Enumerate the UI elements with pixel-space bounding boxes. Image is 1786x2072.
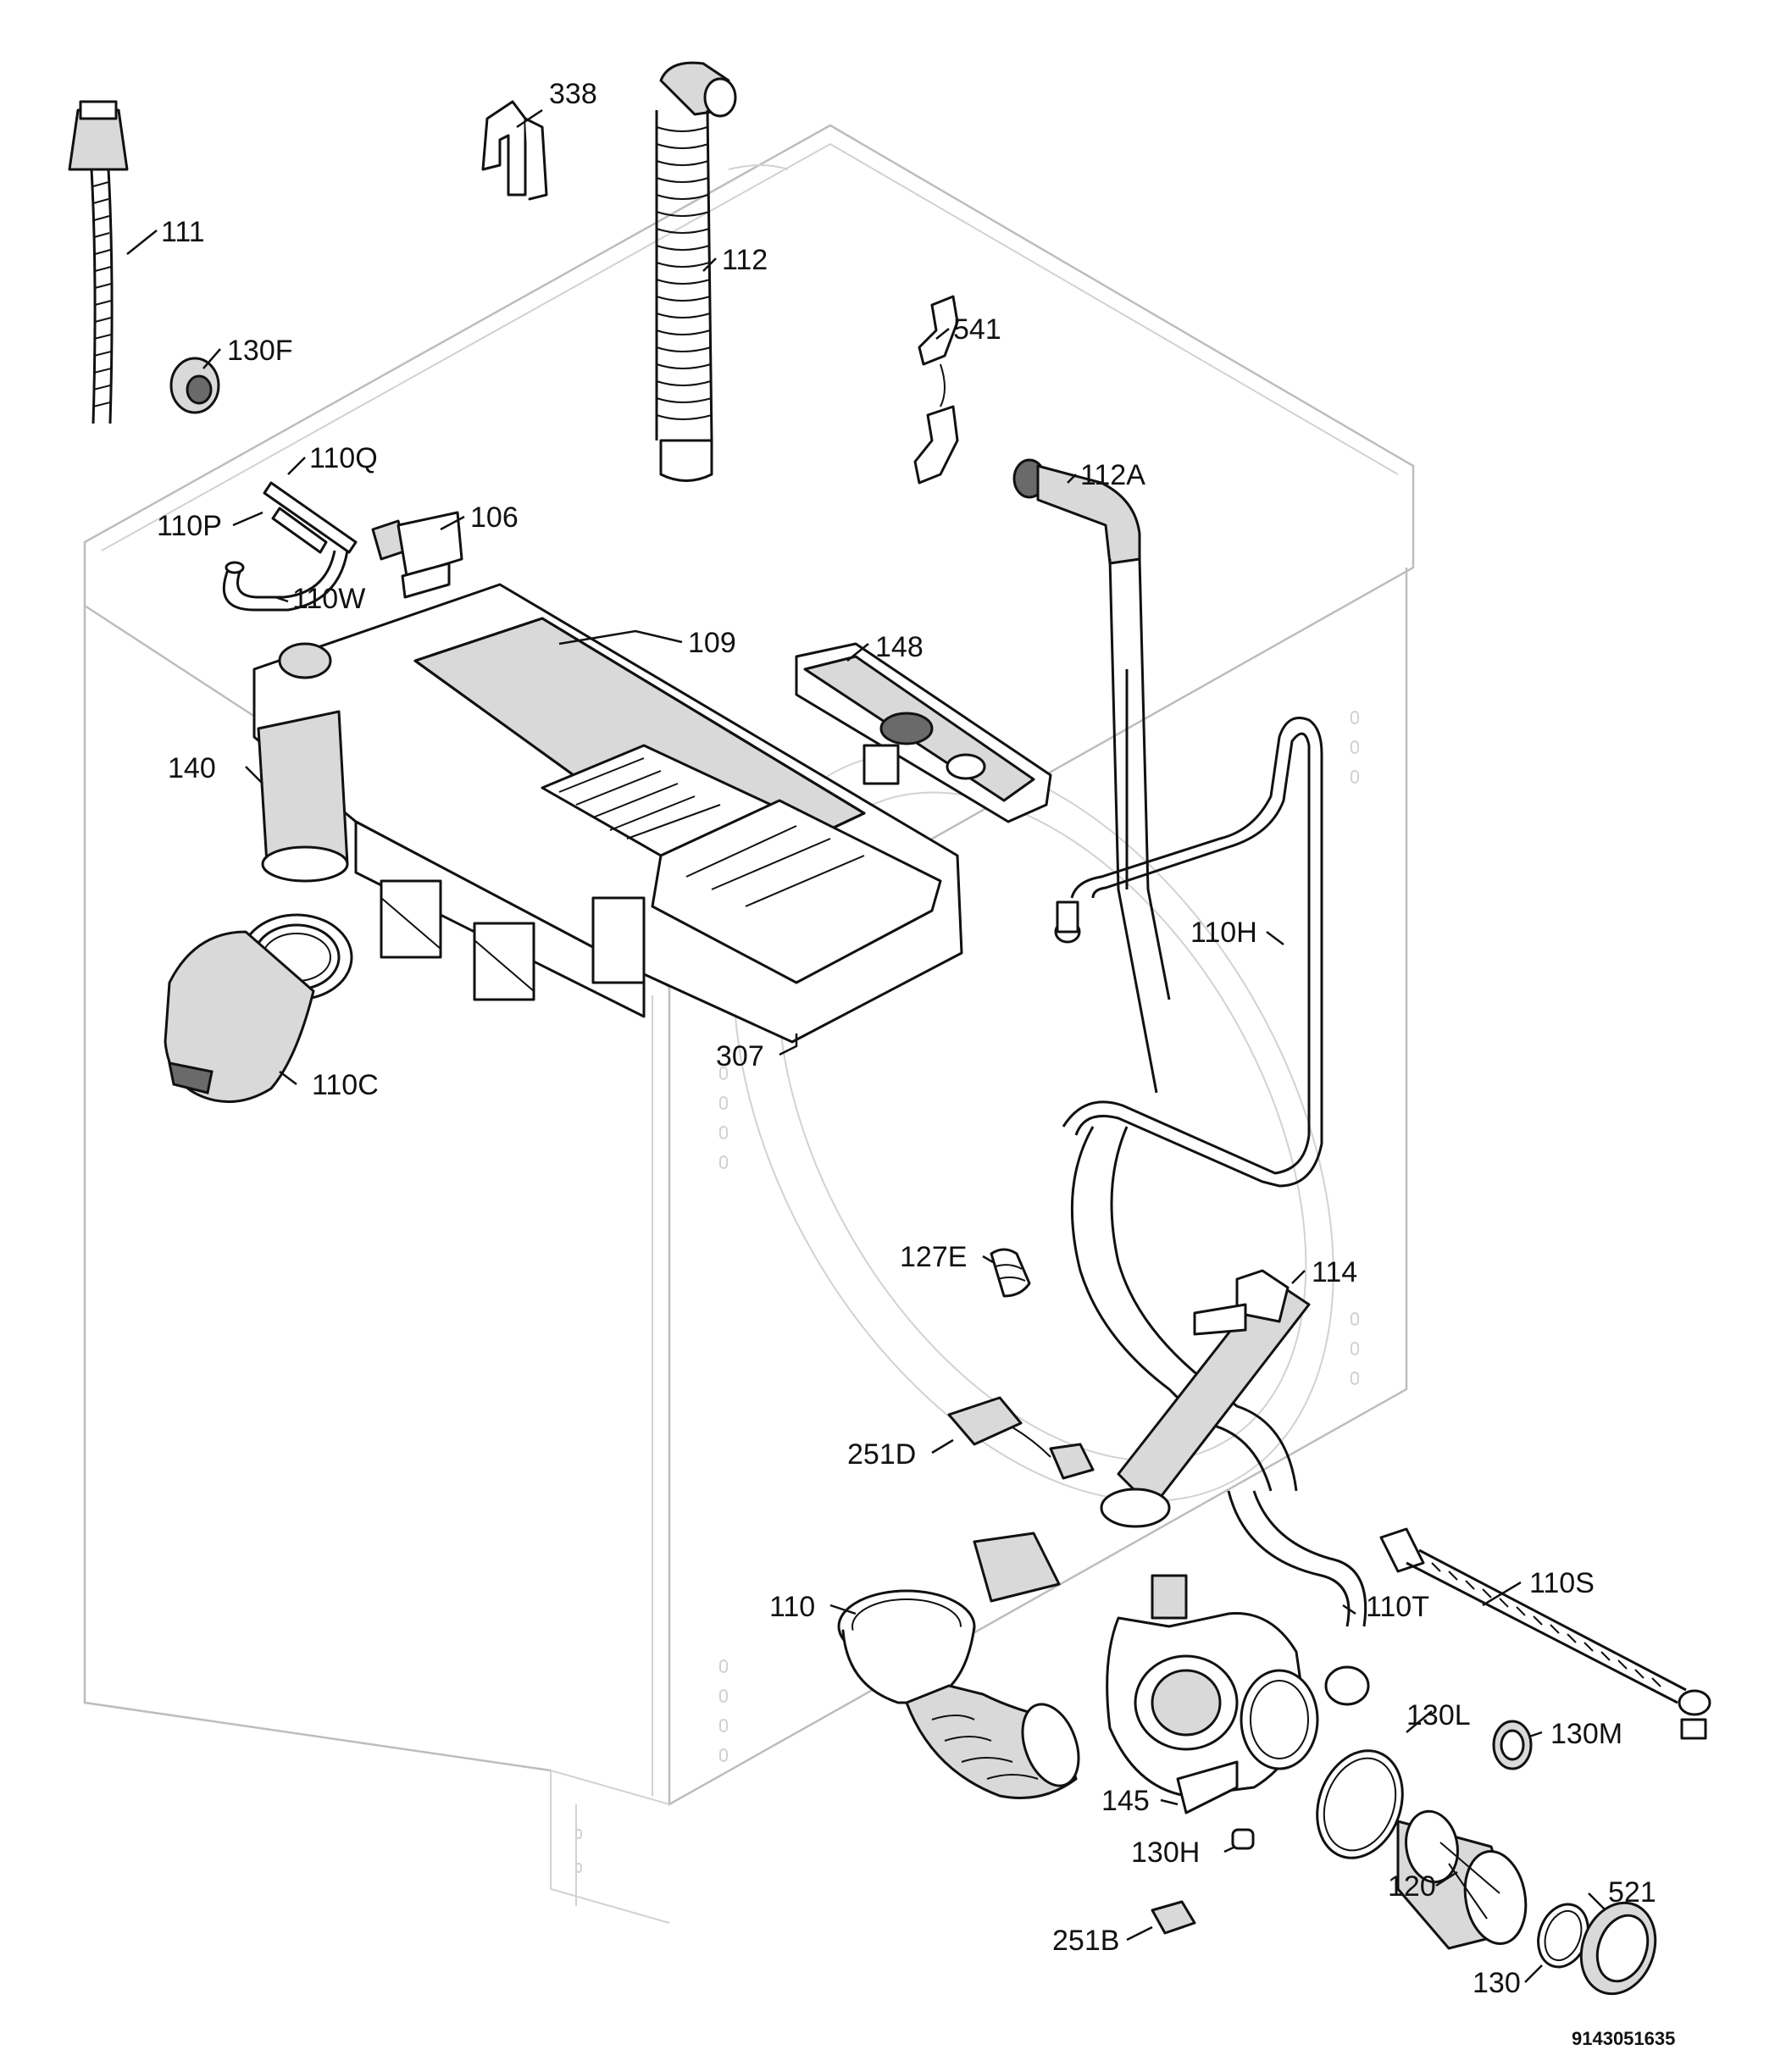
dispenser-housing-109: [252, 583, 963, 1044]
cap-521: [1579, 1901, 1657, 1996]
label-130: 130: [1473, 1967, 1521, 1999]
filter-120: [1396, 1809, 1528, 1950]
label-110Q: 110Q: [309, 442, 378, 474]
tubes-110Q-110P-110W: [222, 481, 358, 612]
sleeve-110C: [164, 913, 353, 1104]
label-130F: 130F: [227, 335, 293, 367]
label-251B: 251B: [1052, 1925, 1119, 1957]
part-labels: 338 111 112 130F 541 110Q 112A 110P 106 …: [157, 78, 1675, 2049]
label-251D: 251D: [847, 1438, 916, 1471]
label-111: 111: [161, 216, 205, 248]
label-338: 338: [549, 78, 597, 110]
label-148: 148: [875, 631, 924, 663]
label-130H: 130H: [1131, 1837, 1200, 1869]
drawing-code: 9143051635: [1572, 2028, 1675, 2049]
label-130M: 130M: [1550, 1718, 1622, 1750]
label-109: 109: [688, 627, 736, 659]
label-130L: 130L: [1406, 1699, 1471, 1731]
label-110W: 110W: [292, 583, 365, 615]
label-106: 106: [470, 501, 519, 534]
sump-hose-110: [837, 1532, 1080, 1799]
seal-130L: [1316, 1749, 1404, 1859]
label-120: 120: [1388, 1870, 1436, 1903]
leader-lines: [126, 108, 1606, 1983]
label-110S: 110S: [1529, 1567, 1595, 1599]
label-114: 114: [1312, 1256, 1357, 1288]
label-140: 140: [168, 752, 216, 784]
hose-110H: [1054, 717, 1323, 1188]
label-145: 145: [1101, 1785, 1150, 1817]
label-110: 110: [769, 1591, 815, 1623]
hose-110S: [1379, 1527, 1711, 1740]
inlet-hose-111: [68, 100, 129, 424]
bellows-127E: [990, 1248, 1031, 1298]
valve-106: [371, 511, 463, 599]
drawer-handle-148: [795, 642, 1052, 823]
hose-elbow-112A: [1012, 458, 1171, 1094]
label-112A: 112A: [1080, 459, 1145, 491]
pipe-assembly-114: [1070, 1126, 1367, 1627]
label-110C: 110C: [312, 1069, 379, 1101]
connector-251D: [947, 1396, 1095, 1480]
label-307: 307: [716, 1040, 764, 1072]
label-110T: 110T: [1366, 1591, 1429, 1623]
label-541: 541: [953, 313, 1001, 346]
label-110P: 110P: [157, 510, 222, 542]
drain-hose-112: [655, 61, 737, 482]
connector-251B: [1151, 1900, 1196, 1935]
label-127E: 127E: [900, 1241, 967, 1273]
label-521: 521: [1608, 1876, 1656, 1909]
seal-130M: [1492, 1720, 1533, 1770]
pump-housing-145: [1106, 1574, 1370, 1814]
nut-130H: [1231, 1828, 1255, 1850]
label-112: 112: [722, 244, 768, 276]
label-110H: 110H: [1190, 917, 1257, 949]
hose-guide-338: [481, 100, 548, 201]
cable-clip-541: [913, 295, 959, 485]
nut-130F: [169, 357, 220, 414]
